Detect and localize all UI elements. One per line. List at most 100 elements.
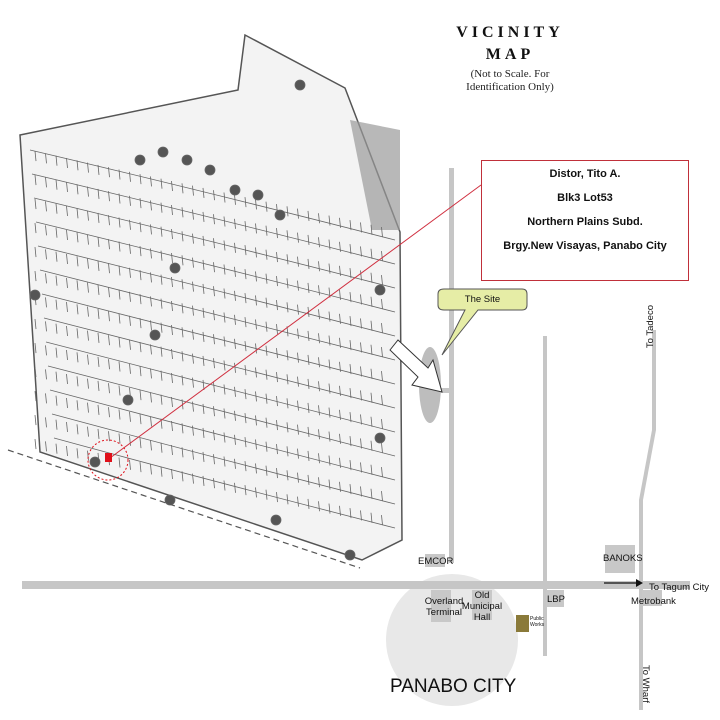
lot-divider <box>171 252 173 264</box>
lot-divider <box>339 337 341 348</box>
label-metrobank: Metrobank <box>631 596 676 607</box>
lot-divider <box>297 352 299 363</box>
lot-divider <box>150 224 152 235</box>
lot-divider <box>108 335 110 346</box>
lot-divider <box>349 220 352 231</box>
lot-divider <box>76 448 79 459</box>
lot-divider <box>118 289 121 300</box>
lot-divider <box>108 287 110 298</box>
lot-divider <box>234 194 236 205</box>
lot-divider <box>55 275 58 286</box>
lot-divider <box>328 455 331 466</box>
lot-divider <box>328 479 331 490</box>
lot-divider <box>87 402 89 413</box>
lot-divider <box>349 460 352 471</box>
lot-divider <box>328 431 331 442</box>
lot-divider <box>87 234 89 245</box>
lot-divider <box>150 368 152 379</box>
lot-divider <box>45 441 47 452</box>
lot-divider <box>307 354 310 365</box>
lot-divider <box>307 330 310 341</box>
tree-icon <box>134 154 146 166</box>
lot-divider <box>181 183 184 194</box>
lot-divider <box>160 298 163 309</box>
lot-divider <box>66 373 68 385</box>
lot-divider <box>213 190 215 201</box>
road-tadeco <box>652 330 656 430</box>
lot-divider <box>150 344 152 355</box>
lot-divider <box>87 450 89 461</box>
lot-highlight-circle <box>87 439 129 481</box>
tree-icon <box>164 494 176 506</box>
lot-divider <box>339 505 341 516</box>
lot-divider <box>55 203 58 214</box>
lot-divider <box>286 278 289 289</box>
lot-divider <box>339 481 341 492</box>
lot-divider <box>66 349 68 361</box>
lot-divider <box>349 316 352 327</box>
lot-divider <box>381 347 383 358</box>
road-lbp <box>543 336 547 656</box>
lot-divider <box>108 383 110 394</box>
lot-divider <box>360 510 362 521</box>
lot-divider <box>150 320 152 331</box>
lot-divider <box>139 174 142 185</box>
lot-divider <box>171 180 173 192</box>
lot-divider <box>45 297 47 308</box>
lot-divider <box>160 370 163 381</box>
lot-divider <box>160 202 163 213</box>
lot-divider <box>160 442 163 453</box>
lot-divider <box>87 282 89 293</box>
lot-divider <box>234 290 236 301</box>
lot-divider <box>76 400 79 411</box>
lot-divider <box>265 321 268 332</box>
lot-divider <box>181 207 184 218</box>
lot-divider <box>234 386 236 397</box>
lot-divider <box>97 164 100 175</box>
lot-divider <box>45 201 47 212</box>
lot-divider <box>171 420 173 432</box>
lot-divider <box>202 283 205 294</box>
lot-divider <box>55 347 58 358</box>
lot-divider <box>202 403 205 414</box>
lot-divider <box>297 424 299 435</box>
lot-divider <box>297 232 299 243</box>
lot-divider <box>265 345 268 356</box>
lot-divider <box>118 457 121 468</box>
lot-divider <box>244 269 247 280</box>
lot-divider <box>108 215 110 226</box>
lot-divider <box>244 389 247 400</box>
lot-divider <box>255 391 257 402</box>
lot-divider <box>339 361 341 372</box>
lot-divider <box>45 273 47 284</box>
lot-divider <box>318 237 320 248</box>
lot-divider <box>255 343 257 354</box>
lot-divider <box>349 244 352 255</box>
lot-divider <box>255 223 257 234</box>
lot-divider <box>139 438 142 449</box>
lot-divider <box>213 310 215 321</box>
tree-icon <box>181 154 193 166</box>
block-row-line <box>33 197 396 289</box>
subdivision-name: Northern Plains Subd. <box>527 216 643 228</box>
lot-divider <box>87 426 89 437</box>
lot-divider <box>150 416 152 427</box>
lot-divider <box>108 407 110 418</box>
lot-divider <box>129 315 131 326</box>
tree-icon <box>204 164 216 176</box>
lot-divider <box>108 239 110 250</box>
lot-divider <box>160 394 163 405</box>
lot-divider <box>297 472 299 483</box>
label-lbp: LBP <box>547 594 565 605</box>
lot-divider <box>97 380 100 391</box>
lot-divider <box>297 400 299 411</box>
lot-divider <box>76 304 79 315</box>
lot-divider <box>255 487 257 498</box>
lot-divider <box>223 336 226 347</box>
overland-line2: Terminal <box>426 607 462 618</box>
lot-divider <box>213 454 215 465</box>
lot-divider <box>108 359 110 370</box>
lot-divider <box>139 246 142 257</box>
block-row-line <box>29 149 396 241</box>
